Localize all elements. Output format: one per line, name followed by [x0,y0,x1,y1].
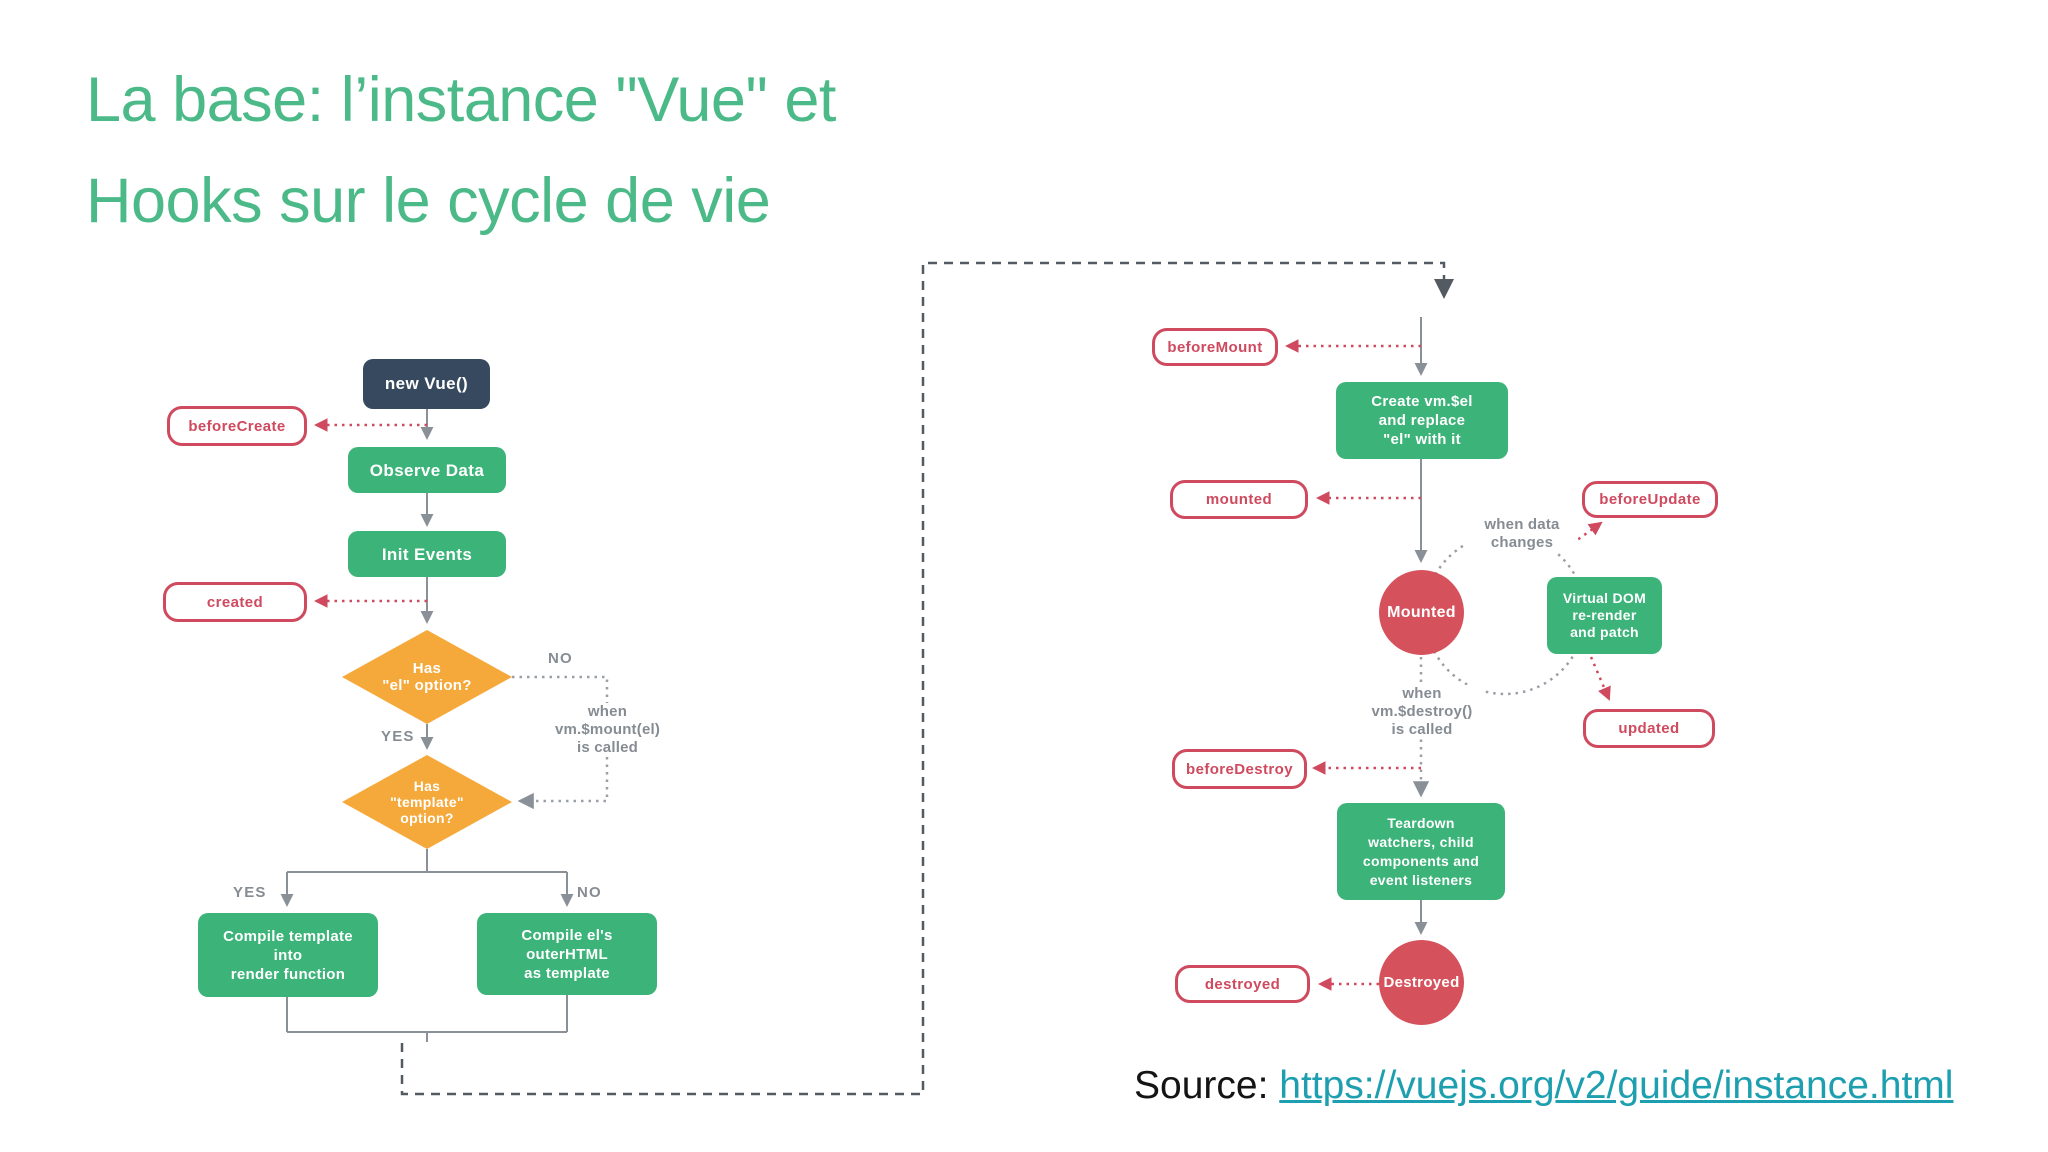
label-no-branch: NO [548,650,573,667]
note-when-mount-called: when vm.$mount(el) is called [535,703,680,757]
hook-updated: updated [1583,709,1715,748]
hook-before-mount: beforeMount [1152,328,1278,366]
node-create-vm-el: Create vm.$el and replace "el" with it [1336,382,1508,459]
hook-destroyed: destroyed [1175,965,1310,1003]
page-title-line1: La base: l’instance "Vue" et [86,65,836,135]
node-init-events: Init Events [348,531,506,577]
node-teardown-watchers: Teardown watchers, child components and … [1337,803,1505,900]
note-when-destroy-called: when vm.$destroy() is called [1360,685,1484,739]
source-label: Source: [1134,1064,1280,1107]
hook-before-create: beforeCreate [167,406,307,446]
source-line: Source: https://vuejs.org/v2/guide/insta… [1134,1064,1953,1108]
page-title-line2: Hooks sur le cycle de vie [86,166,771,236]
hook-created: created [163,582,307,622]
node-compile-el-outerhtml: Compile el's outerHTML as template [477,913,657,995]
node-new-vue: new Vue() [363,359,490,409]
source-link[interactable]: https://vuejs.org/v2/guide/instance.html [1279,1064,1954,1107]
hook-before-destroy: beforeDestroy [1172,749,1307,789]
node-virtual-dom-rerender: Virtual DOM re-render and patch [1547,577,1662,654]
state-destroyed: Destroyed [1379,940,1464,1025]
state-mounted: Mounted [1379,570,1464,655]
page-title: La base: l’instance "Vue" et Hooks sur l… [86,50,1186,252]
label-no-branch-2: NO [577,884,602,901]
hook-mounted: mounted [1170,480,1308,519]
label-yes-branch: YES [381,728,415,745]
label-yes-branch-2: YES [233,884,267,901]
node-observe-data: Observe Data [348,447,506,493]
hook-before-update: beforeUpdate [1582,481,1718,518]
note-when-data-changes: when data changes [1466,516,1578,552]
node-compile-template: Compile template into render function [198,913,378,997]
